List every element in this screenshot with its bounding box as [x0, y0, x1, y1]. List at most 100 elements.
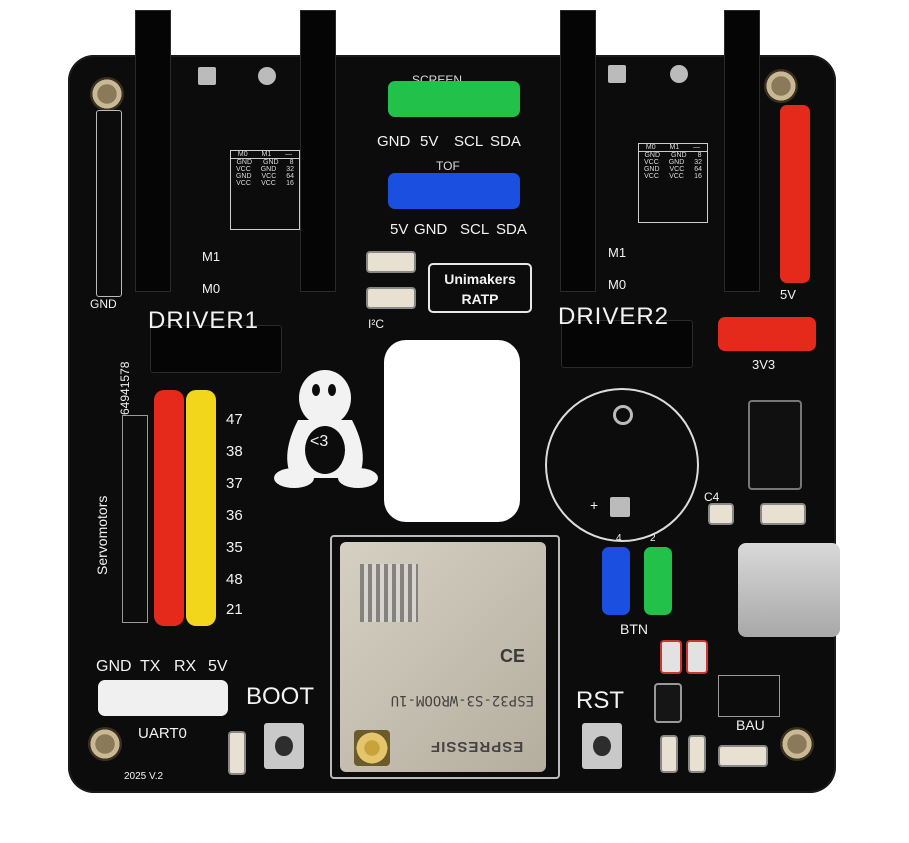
driver2-pad-circle: [670, 65, 688, 83]
uart-connector[interactable]: [98, 680, 228, 716]
smd-part: [718, 745, 768, 767]
servo-pin-36: 36: [226, 507, 243, 524]
boot-resistor: [228, 731, 246, 775]
table-cell: VCC: [669, 166, 685, 173]
table-cell: 8: [697, 152, 702, 159]
qr-code: [360, 564, 418, 622]
screen-connector[interactable]: [388, 81, 520, 117]
battery-holder: [545, 388, 699, 542]
rst-label: RST: [576, 687, 624, 714]
i2c-label: I²C: [368, 317, 384, 331]
servo-pin-38: 38: [226, 443, 243, 460]
usb-c-port[interactable]: [738, 543, 840, 637]
table-cell: VCC: [644, 173, 659, 180]
esp32-module: CE ESP32-S3-WROOM-1U ESPRESSIF: [340, 542, 546, 772]
tux-eye-right: [328, 384, 336, 396]
driver2-header-left: [560, 10, 596, 292]
tof-label: TOF: [436, 159, 460, 173]
power-3v3-header[interactable]: [718, 317, 816, 351]
table-cell: GND: [260, 166, 277, 173]
table-cell: 32: [694, 159, 703, 166]
driver2-pad-square: [608, 65, 626, 83]
table-cell: GND: [668, 159, 685, 166]
tof-pin-scl: SCL: [460, 221, 490, 238]
table-cell: 16: [694, 173, 702, 180]
table-cell: GND: [644, 152, 661, 159]
tof-connector[interactable]: [388, 173, 520, 209]
uart-label: UART0: [138, 725, 187, 742]
brand-line2: RATP: [461, 291, 499, 307]
table-cell: GND: [643, 166, 660, 173]
table-header: M1: [261, 151, 272, 158]
mounting-hole-top-right: [764, 69, 798, 103]
table-header: M1: [669, 144, 680, 151]
esp32-module-outline: [330, 535, 560, 779]
module-model: ESP32-S3-WROOM-1U: [390, 692, 534, 708]
i2c-resistor-2: [366, 287, 416, 309]
table-cell: 8: [289, 159, 294, 166]
tux-belly: [305, 426, 345, 474]
battery-pad-top: [613, 405, 633, 425]
gnd-label: GND: [90, 297, 117, 311]
servo-pin-37: 37: [226, 475, 243, 492]
table-cell: 32: [286, 166, 295, 173]
rst-button[interactable]: [582, 723, 622, 769]
power-5v-label: 5V: [780, 287, 796, 302]
table-cell: GND: [236, 159, 253, 166]
driver1-bottom-header: [150, 325, 282, 373]
screen-pin-scl: SCL: [454, 133, 484, 150]
smd-part: [760, 503, 806, 525]
uart-pin-gnd: GND: [96, 658, 132, 675]
left-gnd-header-outline: [96, 110, 122, 297]
smd-part: [708, 503, 734, 525]
antenna-connector: [354, 730, 390, 766]
servo-yellow-row[interactable]: [186, 390, 216, 626]
module-brand: ESPRESSIF: [430, 738, 524, 755]
mounting-hole-bottom-left: [88, 727, 122, 761]
driver1-label: DRIVER1: [148, 307, 260, 334]
board-cutout: [384, 340, 520, 522]
btn-jumper-blue[interactable]: [602, 547, 630, 615]
btn-jumper-green[interactable]: [644, 547, 672, 615]
mounting-hole-top-left: [90, 77, 124, 111]
tof-pin-gnd: GND: [414, 221, 448, 238]
screen-pin-gnd: GND: [377, 133, 411, 150]
battery-pad-bottom: [610, 497, 630, 517]
driver1-header-right: [300, 10, 336, 292]
tux-head: [299, 370, 351, 426]
servo-red-row[interactable]: [154, 390, 184, 626]
uart-pin-5v: 5V: [208, 658, 228, 675]
boot-button-cap: [275, 735, 293, 757]
driver1-pad-circle: [258, 67, 276, 85]
uart-pin-tx: TX: [140, 658, 161, 675]
table-header: M0: [645, 144, 656, 151]
table-header: —: [693, 144, 701, 151]
btn-pin-4: 4: [616, 533, 622, 544]
table-cell: VCC: [261, 180, 276, 187]
driver2-header-right: [724, 10, 760, 292]
screen-pin-sda: SDA: [490, 133, 521, 150]
tux-text: <3: [310, 433, 329, 450]
servo-header-outline: [122, 415, 148, 623]
voltage-regulator: [748, 400, 802, 490]
driver2-m1-label: M1: [608, 245, 627, 260]
bau-header-outline: [718, 675, 780, 717]
screen-pin-5v: 5V: [420, 133, 439, 150]
table-cell: GND: [235, 173, 252, 180]
table-cell: GND: [263, 159, 279, 166]
part-code: 64941578: [118, 361, 132, 415]
driver2-m0-label: M0: [608, 277, 627, 292]
btn-label: BTN: [620, 621, 648, 637]
driver1-m1-label: M1: [202, 249, 221, 264]
table-cell: VCC: [235, 166, 251, 173]
mounting-hole-bottom-right: [780, 727, 814, 761]
boot-button[interactable]: [264, 723, 304, 769]
uart-pin-rx: RX: [174, 658, 197, 675]
brand-box: Unimakers RATP: [428, 263, 532, 313]
power-3v3-label: 3V3: [752, 357, 776, 372]
tof-pin-5v: 5V: [390, 221, 409, 238]
power-5v-header[interactable]: [780, 105, 810, 283]
smd-part: [688, 735, 706, 773]
